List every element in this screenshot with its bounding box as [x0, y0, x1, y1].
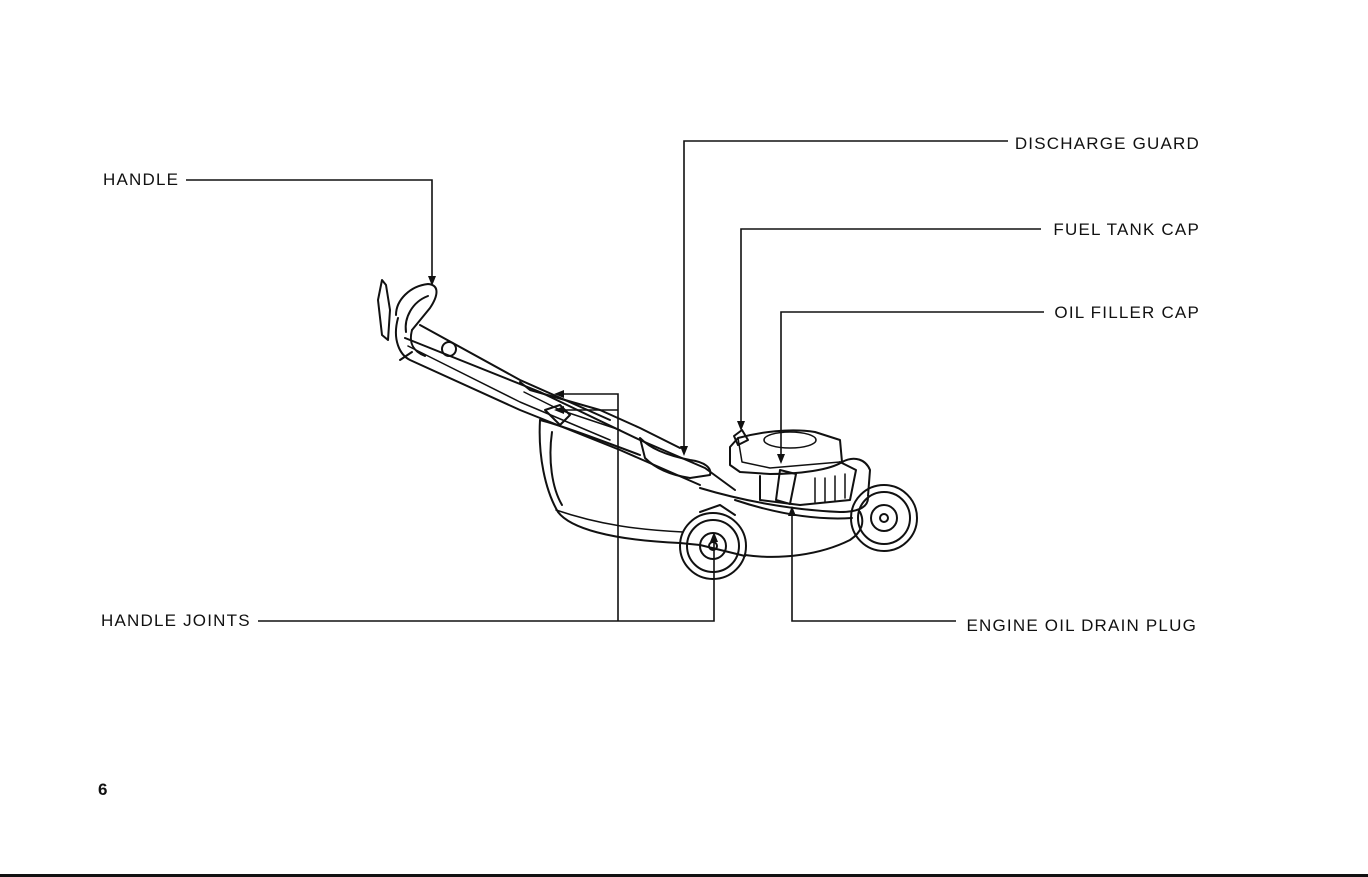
leader-oil-filler-cap — [781, 312, 1044, 458]
label-discharge-guard: DISCHARGE GUARD — [1014, 134, 1201, 154]
leader-lines — [186, 141, 1044, 621]
label-fuel-tank-cap: FUEL TANK CAP — [1052, 220, 1201, 240]
leader-fuel-tank-cap — [741, 229, 1041, 425]
label-oil-filler-cap: OIL FILLER CAP — [1053, 303, 1201, 323]
leader-engine-oil-drain-plug — [792, 512, 956, 621]
leader-discharge-guard — [684, 141, 1008, 450]
label-handle-joints: HANDLE JOINTS — [100, 611, 252, 631]
grass-catcher-bag — [540, 420, 700, 545]
rear-wheel — [851, 485, 917, 551]
label-handle: HANDLE — [102, 170, 180, 190]
leader-handle — [186, 180, 432, 280]
leader-handle-joints — [258, 538, 714, 621]
engine — [730, 430, 870, 505]
page-number: 6 — [98, 780, 107, 800]
label-engine-oil-drain-plug: ENGINE OIL DRAIN PLUG — [965, 616, 1198, 636]
